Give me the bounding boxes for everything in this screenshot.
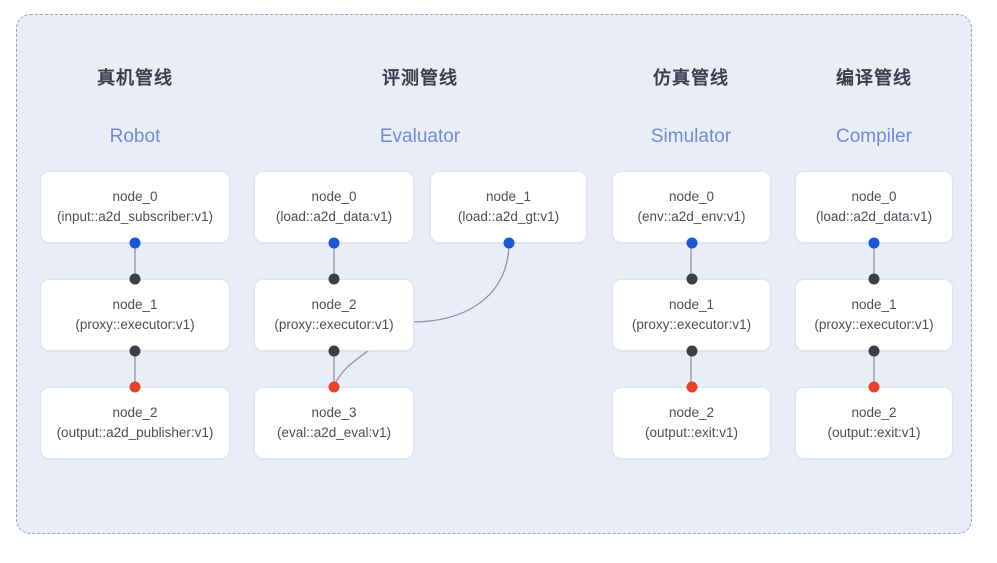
node-sim-n1[interactable]: node_1(proxy::executor:v1) xyxy=(612,279,771,351)
node-spec-label: (load::a2d_data:v1) xyxy=(275,209,393,224)
node-spec-label: (input::a2d_subscriber:v1) xyxy=(56,209,214,224)
column-subtitle-compiler: Compiler xyxy=(835,126,913,147)
column-subtitle-evaluator: Evaluator xyxy=(379,126,461,147)
input-port-red-in[interactable] xyxy=(868,381,880,393)
node-eval-n1[interactable]: node_1(load::a2d_gt:v1) xyxy=(430,171,587,243)
node-spec-label: (proxy::executor:v1) xyxy=(274,317,394,332)
node-name-label: node_3 xyxy=(311,405,357,421)
node-comp-n1[interactable]: node_1(proxy::executor:v1) xyxy=(795,279,953,351)
node-name-label: node_0 xyxy=(851,189,897,205)
node-spec-label: (proxy::executor:v1) xyxy=(631,317,752,332)
port-dark-out[interactable] xyxy=(328,345,340,357)
column-title-simulator: 仿真管线 xyxy=(653,68,729,88)
column-title-robot: 真机管线 xyxy=(97,68,173,88)
node-spec-label: (load::a2d_gt:v1) xyxy=(457,209,560,224)
node-name-label: node_0 xyxy=(112,189,158,205)
port-dark-in[interactable] xyxy=(129,273,141,285)
node-eval-n3[interactable]: node_3(eval::a2d_eval:v1) xyxy=(254,387,414,459)
port-dark-in[interactable] xyxy=(328,273,340,285)
output-port-blue-out[interactable] xyxy=(328,237,340,249)
port-dark-out[interactable] xyxy=(868,345,880,357)
node-name-label: node_1 xyxy=(112,297,158,313)
node-sim-n2[interactable]: node_2(output::exit:v1) xyxy=(612,387,771,459)
node-spec-label: (output::exit:v1) xyxy=(644,425,739,440)
node-eval-n2[interactable]: node_2(proxy::executor:v1) xyxy=(254,279,414,351)
input-port-red-in[interactable] xyxy=(328,381,340,393)
node-spec-label: (env::a2d_env:v1) xyxy=(637,209,746,224)
node-spec-label: (output::a2d_publisher:v1) xyxy=(56,425,214,440)
port-dark-out[interactable] xyxy=(686,345,697,357)
column-title-compiler: 编译管线 xyxy=(836,68,912,88)
node-name-label: node_2 xyxy=(311,297,357,313)
output-port-blue-out[interactable] xyxy=(503,237,514,249)
node-name-label: node_2 xyxy=(112,405,158,421)
node-spec-label: (eval::a2d_eval:v1) xyxy=(276,425,392,440)
node-comp-n0[interactable]: node_0(load::a2d_data:v1) xyxy=(795,171,953,243)
output-port-blue-out[interactable] xyxy=(868,237,880,249)
column-title-evaluator: 评测管线 xyxy=(382,68,458,88)
node-spec-label: (proxy::executor:v1) xyxy=(75,317,195,332)
node-spec-label: (output::exit:v1) xyxy=(827,425,921,440)
node-robot-n0[interactable]: node_0(input::a2d_subscriber:v1) xyxy=(40,171,230,243)
input-port-red-in[interactable] xyxy=(129,381,141,393)
node-spec-label: (proxy::executor:v1) xyxy=(814,317,934,332)
node-robot-n1[interactable]: node_1(proxy::executor:v1) xyxy=(40,279,230,351)
node-name-label: node_0 xyxy=(311,189,357,205)
node-spec-label: (load::a2d_data:v1) xyxy=(815,209,933,224)
node-name-label: node_2 xyxy=(668,405,715,421)
node-name-label: node_1 xyxy=(668,297,715,313)
output-port-blue-out[interactable] xyxy=(686,237,697,249)
port-dark-in[interactable] xyxy=(686,273,697,285)
node-eval-n0[interactable]: node_0(load::a2d_data:v1) xyxy=(254,171,414,243)
node-name-label: node_1 xyxy=(485,189,532,205)
port-dark-out[interactable] xyxy=(129,345,141,357)
column-subtitle-simulator: Simulator xyxy=(650,126,732,147)
port-dark-in[interactable] xyxy=(868,273,880,285)
input-port-red-in[interactable] xyxy=(686,381,697,393)
node-name-label: node_1 xyxy=(851,297,897,313)
column-subtitle-robot: Robot xyxy=(109,126,161,147)
output-port-blue-out[interactable] xyxy=(129,237,141,249)
node-comp-n2[interactable]: node_2(output::exit:v1) xyxy=(795,387,953,459)
node-name-label: node_2 xyxy=(851,405,897,421)
node-name-label: node_0 xyxy=(668,189,715,205)
node-robot-n2[interactable]: node_2(output::a2d_publisher:v1) xyxy=(40,387,230,459)
node-sim-n0[interactable]: node_0(env::a2d_env:v1) xyxy=(612,171,771,243)
